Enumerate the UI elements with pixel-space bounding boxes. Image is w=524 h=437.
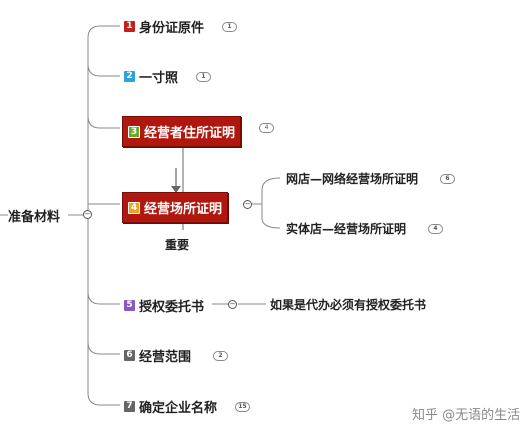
node-4-child-physical-store-label: 实体店—经营场所证明 (286, 222, 407, 236)
node-5-collapse-toggle[interactable]: − (228, 300, 237, 309)
node-4-child-online-store-label: 网店—网络经营场所证明 (286, 172, 419, 186)
node-5-child[interactable]: 如果是代办必须有授权委托书 (270, 296, 426, 313)
node-5[interactable]: 5 授权委托书 (124, 296, 204, 315)
node-4-child-online-store-badge[interactable]: 6 (440, 173, 456, 184)
root-node-label[interactable]: 准备材料 (8, 210, 61, 225)
node-1-count-badge[interactable]: 1 (222, 21, 238, 32)
node-4[interactable]: 4 经营场所证明 (122, 192, 229, 223)
node-4-child-physical-store[interactable]: 实体店—经营场所证明 4 (286, 220, 444, 237)
node-6-label: 经营范围 (139, 350, 192, 365)
node-3-label: 经营者住所证明 (144, 126, 236, 141)
node-2-number: 2 (124, 71, 135, 82)
node-4-child-physical-store-badge[interactable]: 4 (428, 223, 444, 234)
node-7[interactable]: 7 确定企业名称 15 (124, 397, 251, 416)
node-4-child-online-store[interactable]: 网店—网络经营场所证明 6 (286, 170, 456, 187)
node-3[interactable]: 3 经营者住所证明 (122, 116, 242, 147)
node-5-child-label: 如果是代办必须有授权委托书 (270, 298, 427, 312)
node-7-number: 7 (124, 401, 135, 412)
node-2-count-badge[interactable]: 1 (196, 71, 212, 82)
node-7-count-badge[interactable]: 15 (235, 401, 251, 412)
node-4-label: 经营场所证明 (144, 202, 223, 217)
node-7-label: 确定企业名称 (139, 401, 218, 416)
node-1[interactable]: 1 身份证原件 1 (124, 17, 238, 36)
node-4-collapse-toggle[interactable]: − (243, 200, 252, 209)
node-5-label: 授权委托书 (139, 300, 205, 315)
node-2-label: 一寸照 (139, 71, 179, 86)
root-collapse-toggle[interactable]: − (83, 210, 92, 219)
node-4-number: 4 (128, 201, 140, 214)
node-1-label: 身份证原件 (139, 21, 205, 36)
node-3-number: 3 (128, 125, 140, 138)
annotation-important: 重要 (165, 238, 190, 252)
node-3-count-badge[interactable]: 4 (259, 123, 274, 133)
node-6[interactable]: 6 经营范围 2 (124, 346, 229, 365)
node-2[interactable]: 2 一寸照 1 (124, 67, 212, 86)
node-6-count-badge[interactable]: 2 (213, 350, 229, 361)
node-1-number: 1 (124, 21, 135, 32)
watermark: 知乎 @无语的生活 (412, 408, 521, 423)
node-5-number: 5 (124, 300, 135, 311)
node-6-number: 6 (124, 350, 135, 361)
